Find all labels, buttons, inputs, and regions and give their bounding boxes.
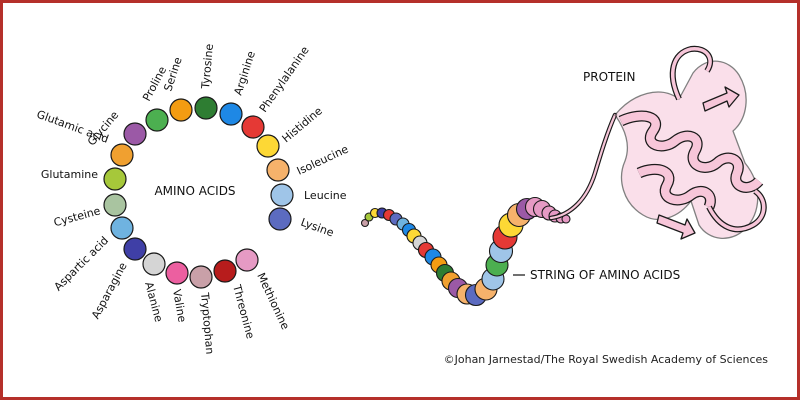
glutamine-bead xyxy=(103,167,127,191)
cysteine-bead xyxy=(103,193,127,217)
alanine-bead xyxy=(142,252,166,276)
asparagine-bead xyxy=(123,237,147,261)
serine-bead xyxy=(169,98,193,122)
glutamic-acid-bead xyxy=(110,143,134,167)
glutamine-label: Glutamine xyxy=(41,168,98,181)
arginine-label: Arginine xyxy=(231,49,258,97)
isoleucine-label: Isoleucine xyxy=(295,142,351,177)
string-bead xyxy=(360,218,370,228)
threonine-bead xyxy=(213,259,237,283)
tyrosine-label: Tyrosine xyxy=(199,43,216,90)
protein-label: PROTEIN xyxy=(583,70,635,84)
credit-text: ©Johan Jarnestad/The Royal Swedish Acade… xyxy=(444,353,769,366)
string-label: STRING OF AMINO ACIDS xyxy=(530,268,680,282)
phenylalanine-bead xyxy=(241,115,265,139)
tryptophan-label: Tryptophan xyxy=(198,291,216,355)
protein-tail xyxy=(548,112,618,221)
tyrosine-bead xyxy=(194,96,218,120)
center-label: AMINO ACIDS xyxy=(154,184,235,198)
lysine-label: Lysine xyxy=(299,216,336,240)
aspartic-acid-label: Aspartic acid xyxy=(52,234,112,294)
protein-structure xyxy=(614,45,767,240)
lysine-bead xyxy=(268,207,292,231)
phenylalanine-label: Phenylalanine xyxy=(257,44,312,115)
threonine-label: Threonine xyxy=(230,282,257,340)
methionine-label: Methionine xyxy=(254,271,292,332)
arginine-bead xyxy=(219,102,243,126)
alanine-label: Alanine xyxy=(142,280,165,323)
methionine-bead xyxy=(235,248,259,272)
histidine-bead xyxy=(256,134,280,158)
leucine-bead xyxy=(270,183,294,207)
amino-acid-string xyxy=(360,196,571,307)
asparagine-label: Asparagine xyxy=(89,260,130,321)
valine-bead xyxy=(165,261,189,285)
tryptophan-bead xyxy=(189,265,213,289)
histidine-label: Histidine xyxy=(280,104,325,145)
aspartic-acid-bead xyxy=(110,216,134,240)
valine-label: Valine xyxy=(170,288,189,323)
leucine-label: Leucine xyxy=(304,189,347,202)
proline-bead xyxy=(145,108,169,132)
isoleucine-bead xyxy=(266,158,290,182)
glycine-bead xyxy=(123,122,147,146)
cysteine-label: Cysteine xyxy=(52,204,102,229)
